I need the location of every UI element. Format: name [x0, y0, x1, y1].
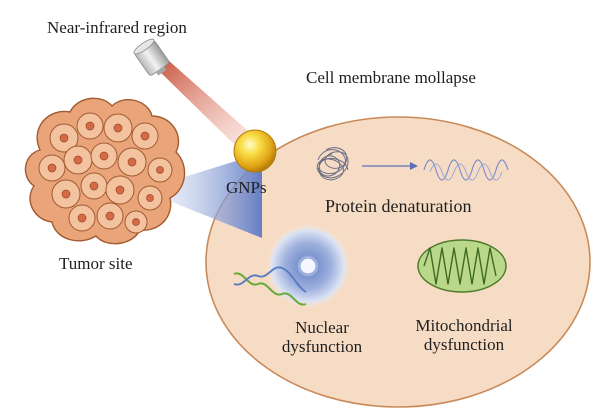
cell-body [205, 116, 591, 408]
label-nuclear-line1: Nuclear [295, 318, 349, 337]
label-near-infrared: Near-infrared region [47, 18, 187, 37]
label-mito-line2: dysfunction [423, 335, 505, 354]
label-nuclear-dysfunction: Nuclear dysfunction [262, 318, 382, 356]
label-gnps: GNPs [226, 178, 267, 197]
label-tumor-site: Tumor site [59, 254, 133, 273]
denaturation-arrow [362, 162, 418, 170]
targeting-cone [142, 153, 262, 238]
label-protein-denaturation: Protein denaturation [325, 196, 472, 216]
tangled-protein-icon [316, 147, 349, 181]
label-mito-line1: Mitochondrial [415, 316, 513, 335]
mitochondrion-icon [417, 239, 507, 293]
gold-nanoparticle-icon [233, 129, 277, 173]
denatured-protein-wave-icon [423, 159, 509, 181]
dna-strand-icon [233, 266, 307, 306]
label-cell-membrane: Cell membrane mollapse [306, 68, 476, 87]
laser-device-icon [133, 38, 170, 76]
laser-beam-icon [156, 60, 256, 150]
label-nuclear-line2: dysfunction [281, 337, 363, 356]
label-mitochondrial-dysfunction: Mitochondrial dysfunction [394, 316, 534, 354]
tumor-cluster-icon [24, 97, 186, 245]
